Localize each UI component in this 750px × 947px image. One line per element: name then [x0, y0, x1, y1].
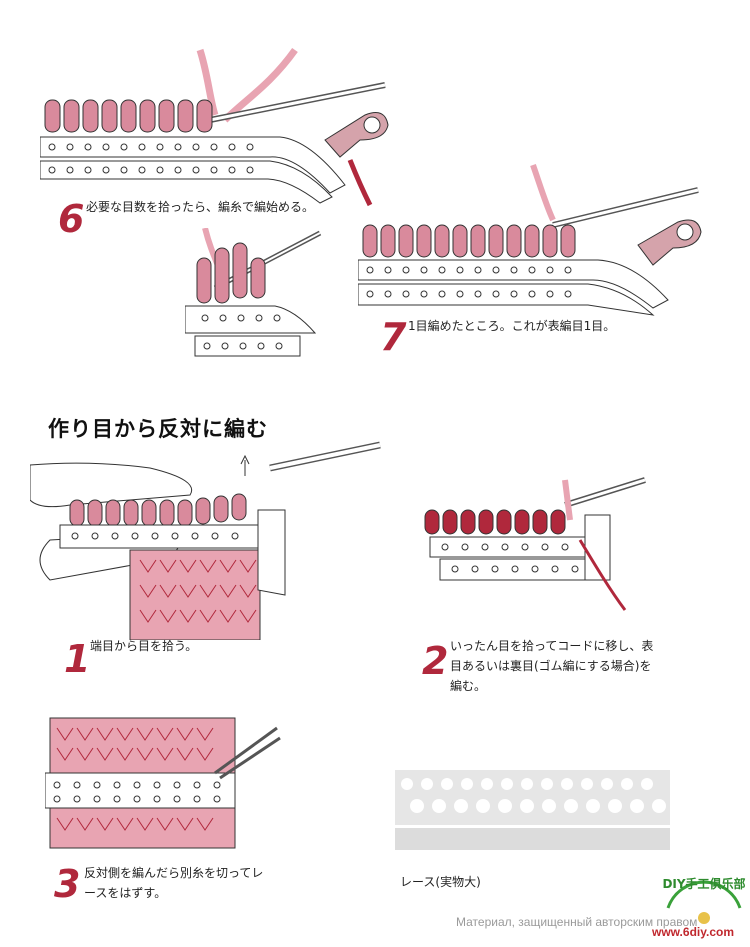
step-6b-illustration — [185, 228, 322, 357]
step-7-caption: 1目編めたところ。これが表編目1目。 — [408, 319, 616, 333]
step-3-caption: 反対側を編んだら別糸を切ってレ ースをはずす。 — [84, 863, 263, 903]
step-7-number: 7 — [380, 315, 407, 359]
step-2-caption-line1: いったん目を拾ってコードに移し、表 — [450, 639, 654, 653]
step-3-caption-line1: 反対側を編んだら別糸を切ってレ — [84, 866, 264, 880]
step-2-caption: いったん目を拾ってコードに移し、表 目あるいは裏目(ゴム編にする場合)を 編む。 — [450, 636, 653, 696]
step-6-illustration — [40, 47, 389, 207]
step-1-illustration — [30, 441, 381, 640]
step-3-caption-line2: ースをはずす。 — [84, 886, 167, 900]
section-heading: 作り目から反対に編む — [48, 417, 268, 441]
site-url: www.6diy.com — [652, 925, 735, 939]
diy-club-logo: DIY手工俱乐部 — [662, 876, 746, 924]
step-2-caption-line2: 目あるいは裏目(ゴム編にする場合)を — [450, 659, 652, 673]
copyright-watermark: Материал, защищенный авторским правом — [456, 915, 698, 929]
step-6-caption: 必要な目数を拾ったら、編糸で編始める。 — [86, 200, 315, 214]
step-1-caption: 端目から目を拾う。 — [90, 639, 198, 653]
step-1-number: 1 — [64, 637, 91, 681]
svg-text:DIY手工俱乐部: DIY手工俱乐部 — [662, 876, 745, 891]
step-2-illustration — [424, 477, 646, 611]
lace-label: レース(実物大) — [400, 875, 481, 889]
step-2-number: 2 — [422, 639, 449, 683]
step-3-number: 3 — [54, 862, 81, 906]
step-2-caption-line3: 編む。 — [450, 679, 487, 693]
step-7-illustration — [358, 164, 702, 316]
step-3-illustration — [45, 717, 281, 849]
step-6-number: 6 — [58, 197, 85, 241]
lace-sample-image — [395, 770, 670, 850]
